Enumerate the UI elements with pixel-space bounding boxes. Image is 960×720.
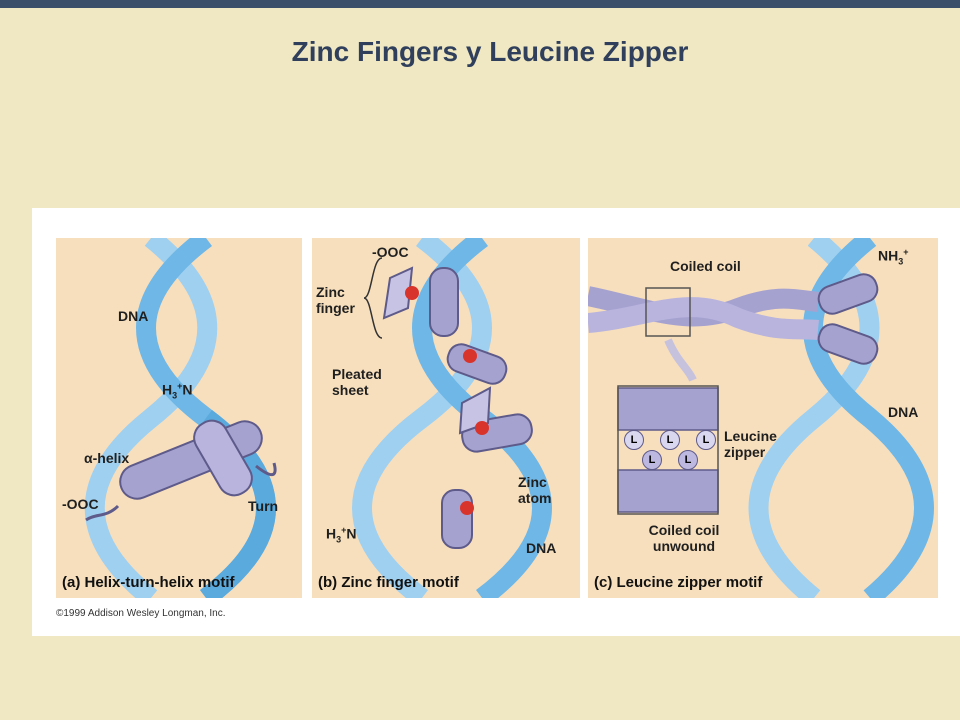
coiled-coil-zoom-box [645, 287, 691, 337]
n-terminus-label: H3+N [326, 525, 357, 545]
dna-label: DNA [888, 404, 919, 420]
zinc-atom-label: Zinc atom [518, 474, 552, 506]
coiled-coil-strand-2 [588, 297, 819, 340]
zinc-atom-3 [475, 421, 489, 435]
unwound-helix-bottom [617, 469, 719, 513]
zinc-atom-1 [405, 286, 419, 300]
dna-label: DNA [118, 308, 149, 324]
coiled-coil-unwound-label: Coiled coil unwound [648, 522, 720, 554]
zinc-finger-illustration [352, 238, 552, 598]
panel-a-caption: (a) Helix-turn-helix motif [62, 574, 235, 591]
pleated-sheet-label: Pleated sheet [332, 366, 382, 398]
panel-b-caption: (b) Zinc finger motif [318, 574, 459, 591]
panel-leucine-zipper: L L L L L Coiled coil NH3+ Leucine zippe… [588, 238, 938, 598]
n-terminus-label: NH3+ [878, 247, 909, 267]
dna-strand-back [84, 238, 218, 598]
panel-zinc-finger: -OOC Zinc finger Pleated sheet Zinc atom… [312, 238, 580, 598]
leucine-bead-3: L [696, 430, 716, 450]
dna-label: DNA [526, 540, 557, 556]
leucine-zipper-label: Leucine zipper [724, 428, 777, 460]
zinc-finger-label: Zinc finger [316, 284, 355, 316]
panel-helix-turn-helix: DNA H3+N α-helix -OOC Turn (a) Helix-tur… [56, 238, 302, 598]
top-bar [0, 0, 960, 8]
zinc-finger-helix-4 [441, 489, 473, 549]
leucine-zipper-illustration [588, 238, 934, 598]
c-terminus-label: -OOC [372, 244, 409, 260]
c-terminus-tail [85, 504, 120, 522]
zinc-finger-helix-2 [446, 343, 508, 385]
zinc-finger-helix-1 [429, 267, 459, 337]
turn-label: Turn [248, 498, 279, 514]
alpha-helix-label: α-helix [84, 450, 130, 466]
zipper-box [617, 385, 719, 515]
dna-strand-back [352, 238, 492, 598]
c-terminus-label: -OOC [62, 496, 99, 512]
leucine-bead-5: L [678, 450, 698, 470]
copyright-notice: ©1999 Addison Wesley Longman, Inc. [56, 608, 226, 619]
page-title: Zinc Fingers y Leucine Zipper [291, 36, 689, 67]
leucine-bead-4: L [642, 450, 662, 470]
zinc-finger-bracket [363, 257, 383, 339]
zoom-arrow [664, 338, 697, 382]
zinc-atom-2 [463, 349, 477, 363]
n-terminus-label: H3+N [162, 381, 193, 401]
zinc-atom-4 [460, 501, 474, 515]
zipper-helix-upper [817, 273, 879, 315]
dna-binding-motifs-figure: DNA H3+N α-helix -OOC Turn (a) Helix-tur… [32, 208, 960, 636]
turn-loop [255, 462, 277, 477]
helix-turn-helix-illustration [84, 238, 277, 598]
leucine-row: L L L L L [622, 430, 718, 470]
second-helix [193, 419, 253, 497]
leucine-bead-2: L [660, 430, 680, 450]
zipper-helix-lower [817, 323, 879, 365]
leucine-bead-1: L [624, 430, 644, 450]
unwound-helix-top [617, 387, 719, 431]
panel-c-caption: (c) Leucine zipper motif [594, 574, 763, 591]
coiled-coil-label: Coiled coil [670, 258, 741, 274]
pleated-sheet-1 [382, 266, 414, 320]
